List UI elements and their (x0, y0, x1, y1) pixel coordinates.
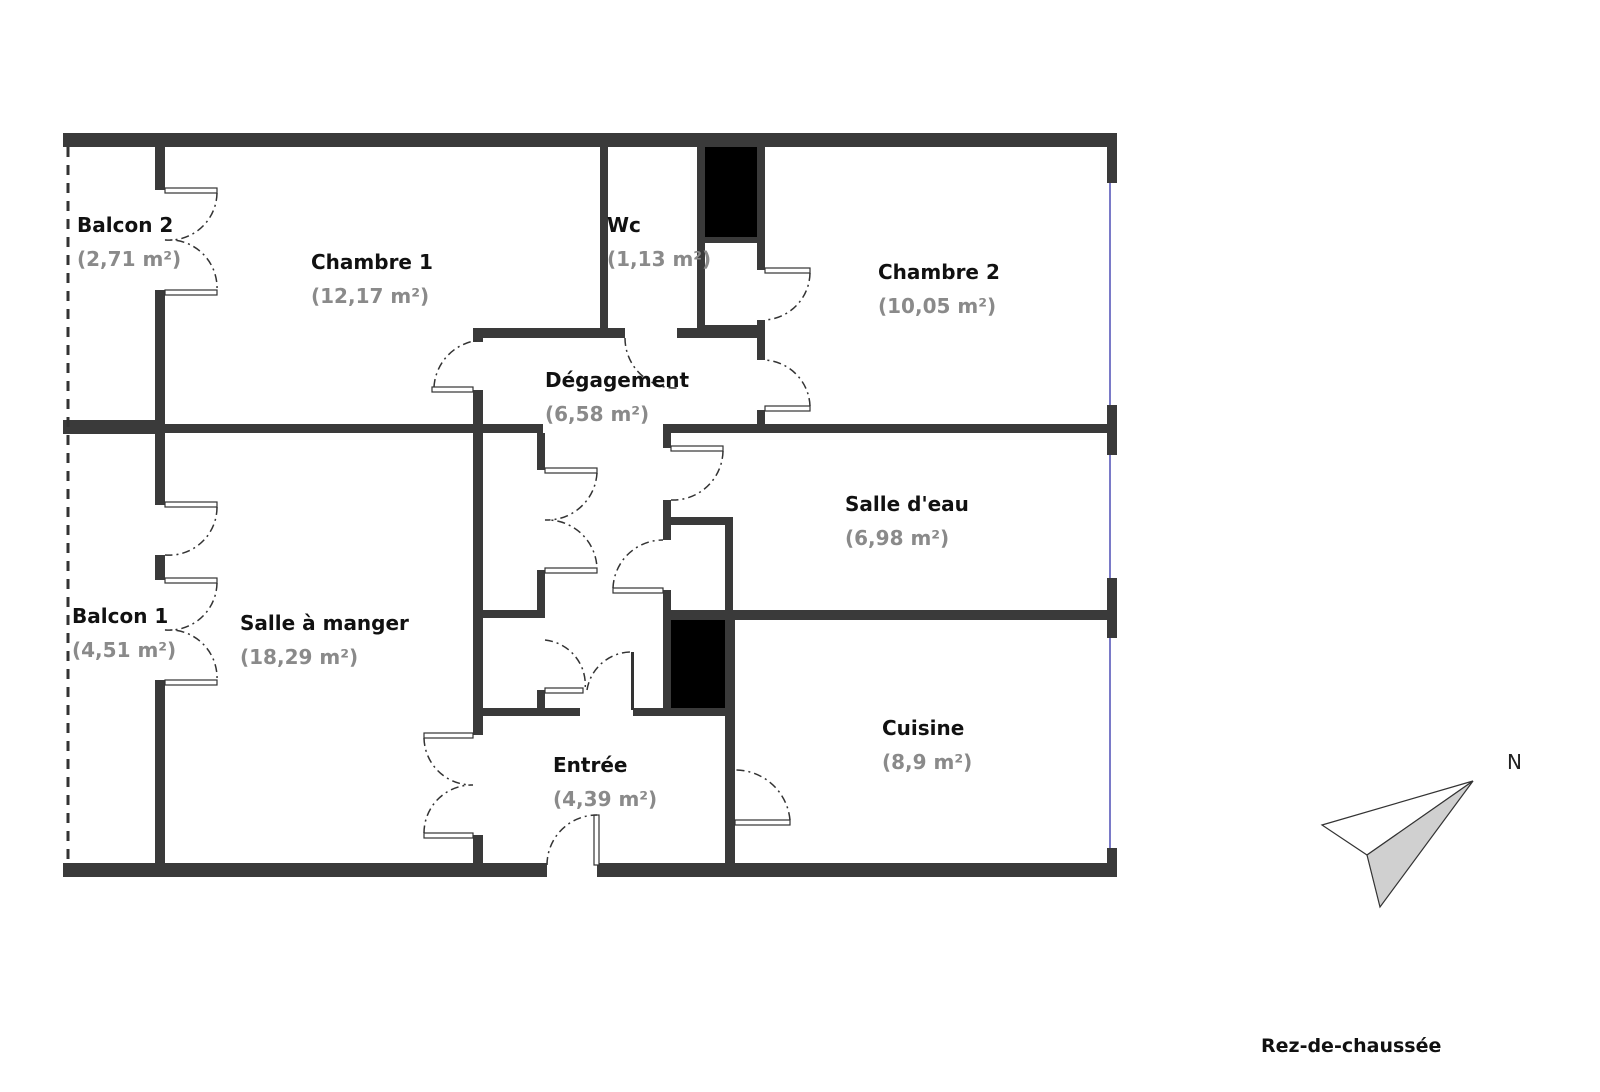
room-name: Chambre 2 (878, 260, 1000, 284)
room-name: Chambre 1 (311, 250, 433, 274)
room-area: (4,51 m²) (72, 638, 176, 662)
room-area: (8,9 m²) (882, 750, 972, 774)
room-entree: Entrée (4,39 m²) (553, 753, 657, 811)
room-chambre-2: Chambre 2 (10,05 m²) (878, 260, 1000, 318)
north-arrow-icon: N (1320, 750, 1522, 909)
room-name: Wc (607, 213, 641, 237)
walls (63, 133, 1117, 877)
room-area: (10,05 m²) (878, 294, 996, 318)
room-name: Cuisine (882, 716, 964, 740)
room-salle-d-eau: Salle d'eau (6,98 m²) (845, 492, 969, 550)
room-degagement: Dégagement (6,58 m²) (545, 368, 690, 426)
room-name: Dégagement (545, 368, 690, 392)
doors (164, 187, 811, 866)
room-wc: Wc (1,13 m²) (607, 213, 711, 271)
room-name: Salle à manger (240, 611, 409, 635)
room-area: (6,98 m²) (845, 526, 949, 550)
room-name: Entrée (553, 753, 627, 777)
room-name: Balcon 2 (77, 213, 173, 237)
room-area: (4,39 m²) (553, 787, 657, 811)
windows (66, 147, 1111, 863)
room-name: Balcon 1 (72, 604, 168, 628)
room-chambre-1: Chambre 1 (12,17 m²) (311, 250, 433, 308)
north-label: N (1507, 750, 1522, 774)
room-balcon-2: Balcon 2 (2,71 m²) (77, 213, 181, 271)
room-area: (2,71 m²) (77, 247, 181, 271)
room-area: (12,17 m²) (311, 284, 429, 308)
level-label: Rez-de-chaussée (1261, 1035, 1441, 1057)
room-balcon-1: Balcon 1 (4,51 m²) (72, 604, 176, 662)
room-name: Salle d'eau (845, 492, 969, 516)
room-area: (6,58 m²) (545, 402, 649, 426)
room-area: (18,29 m²) (240, 645, 358, 669)
room-cuisine: Cuisine (8,9 m²) (882, 716, 972, 774)
room-salle-a-manger: Salle à manger (18,29 m²) (240, 611, 409, 669)
room-area: (1,13 m²) (607, 247, 711, 271)
